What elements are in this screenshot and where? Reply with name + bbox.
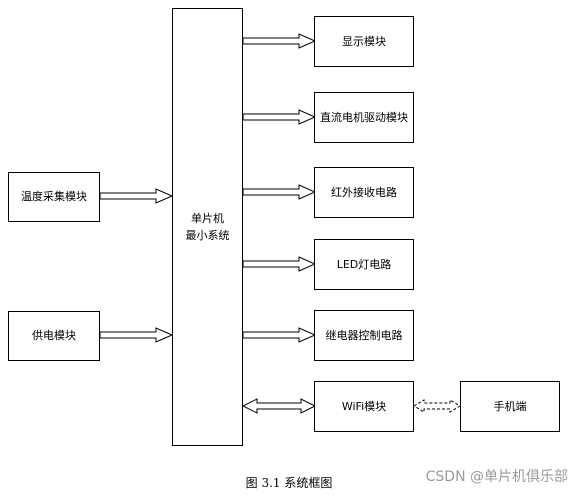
display-module-box: 显示模块 <box>314 16 414 67</box>
mcu-minimum-system-block: 单片机 最小系统 <box>172 8 243 446</box>
relay-circuit-box: 继电器控制电路 <box>314 310 414 361</box>
power-module-box: 供电模块 <box>8 311 100 361</box>
wifi-module-box: WiFi模块 <box>314 381 414 432</box>
infrared-circuit-label: 红外接收电路 <box>331 185 397 199</box>
wifi-module-label: WiFi模块 <box>341 399 387 413</box>
phone-box: 手机端 <box>460 381 560 432</box>
arrow-temperature-to-mcu <box>99 188 174 204</box>
motor-driver-module-label: 直流电机驱动模块 <box>320 110 408 124</box>
led-circuit-box: LED灯电路 <box>314 239 414 290</box>
arrow-mcu-to-relay <box>242 327 317 343</box>
led-circuit-label: LED灯电路 <box>336 257 392 271</box>
infrared-circuit-box: 红外接收电路 <box>314 167 414 218</box>
arrow-mcu-to-display <box>242 33 317 49</box>
mcu-label-line1: 单片机 <box>191 212 224 225</box>
arrow-wifi-phone-dashed <box>413 399 461 413</box>
relay-circuit-label: 继电器控制电路 <box>325 328 403 342</box>
motor-driver-module-box: 直流电机驱动模块 <box>314 92 414 143</box>
csdn-watermark: CSDN @单片机俱乐部 <box>425 469 568 485</box>
phone-label: 手机端 <box>493 399 527 413</box>
power-module-label: 供电模块 <box>32 329 76 342</box>
temperature-module-label: 温度采集模块 <box>21 190 87 203</box>
figure-caption: 图 3.1 系统框图 <box>245 476 333 490</box>
arrow-mcu-wifi-bidirectional <box>241 398 317 414</box>
arrow-mcu-to-motor-driver <box>242 109 317 125</box>
arrow-power-to-mcu <box>99 327 174 343</box>
arrow-mcu-to-led <box>242 256 317 272</box>
display-module-label: 显示模块 <box>342 34 386 48</box>
temperature-module-box: 温度采集模块 <box>8 172 100 222</box>
arrow-mcu-to-infrared <box>242 184 317 200</box>
mcu-label-line2: 最小系统 <box>185 229 230 242</box>
